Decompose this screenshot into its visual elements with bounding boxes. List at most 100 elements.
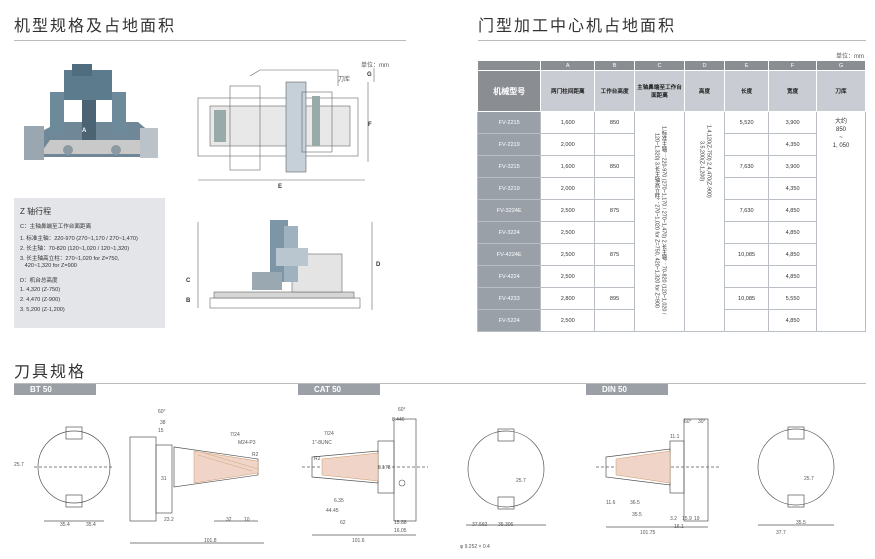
din-dim: 3.2 [670, 516, 677, 522]
cell-g-merged: 大约 850 ~ 1, 050 [816, 111, 866, 332]
cat-dim: 8.178 [378, 465, 391, 471]
din-dim: 25.7 [804, 476, 814, 482]
cell-e: 7,630 [724, 199, 770, 222]
din-dim: 36.5 [630, 500, 640, 506]
dim-label-d: D [376, 262, 381, 268]
din-dim: 19 [694, 516, 700, 522]
left-section-title: 机型规格及占地面积 [14, 16, 177, 35]
header-model: 机械型号 [476, 70, 542, 112]
side-view-drawing [197, 220, 373, 310]
bt-dim: 15 [158, 428, 164, 434]
cell-b [594, 177, 636, 200]
table-row: FV-5224 2,500 4,850 [476, 309, 866, 332]
cell-e: 10,085 [724, 243, 770, 266]
table-row: FV-4224E 2,500 875 10,085 4,850 [476, 243, 866, 266]
cell-model: FV-4224E [476, 243, 542, 266]
bt50-drawing [34, 426, 264, 544]
unit-label-right: 单位：mm [836, 54, 864, 60]
bt-dim: 38 [160, 420, 166, 426]
tools-section-title: 刀具规格 [14, 362, 87, 381]
bt-dim: 23.2 [164, 517, 174, 523]
dim-label-b: B [186, 298, 191, 304]
cell-b: 850 [594, 155, 636, 178]
cell-b: 895 [594, 287, 636, 310]
cell-a: 2,000 [540, 133, 596, 156]
z-box-title: Z 轴行程 [20, 207, 52, 216]
z-box-c-item: 2. 长主轴：70-820 (120~1,020 / 120~1,320) [20, 246, 130, 252]
table-row: FV-2215 1,600 850 1.标准主轴：220-970 (270~1,… [476, 111, 866, 332]
cell-a: 2,800 [540, 287, 596, 310]
letter-cell: E [724, 60, 770, 71]
cat-dim: 6.35 [334, 498, 344, 504]
table-row: FV-3224 2,500 4,850 [476, 221, 866, 244]
z-box-d-head: D：机台总高度 [20, 278, 58, 284]
header-b: 工作台高度 [594, 70, 636, 112]
cat-dim: R2 [314, 456, 321, 462]
cell-a: 2,000 [540, 177, 596, 200]
floor-space-table: A B C D E F G 机械型号 两门柱间距离 工作台高度 主轴鼻端至工作台… [476, 60, 866, 332]
machine-label-a: A [82, 128, 87, 134]
tab-din50: DIN 50 [586, 384, 668, 395]
cell-f: 5,550 [768, 287, 818, 310]
table-row: FV-3215 1,600 850 7,630 3,900 [476, 155, 866, 178]
bt-dim: 32 [226, 517, 232, 523]
z-box-c-item: 420~1,320 for Z=900 [20, 263, 77, 269]
c-vertical-text: 1.标准主轴：220-970 (270~1,170 / 270~1,470) 2… [653, 126, 667, 315]
z-box-c-head: C：主轴鼻端至工作台面距离 [20, 224, 92, 230]
dim-label-e: E [278, 184, 283, 190]
cell-model: FV-2219 [476, 133, 542, 156]
cell-model: FV-2215 [476, 111, 542, 134]
unit-label-left: 单位：mm [361, 63, 389, 69]
cell-model: FV-4233 [476, 287, 542, 310]
cell-a: 2,500 [540, 309, 596, 332]
bt-dim: M24-P3 [238, 440, 256, 446]
bt-dim: R2 [252, 452, 259, 458]
cell-e [724, 133, 770, 156]
cell-b [594, 309, 636, 332]
cell-a: 2,500 [540, 265, 596, 288]
letter-cell: D [683, 60, 726, 71]
bt-dim: 60° [158, 409, 166, 415]
cell-model: FV-3219 [476, 177, 542, 200]
cell-e [724, 177, 770, 200]
tab-bt50: BT 50 [14, 384, 96, 395]
right-title-rule [478, 40, 866, 41]
z-axis-travel-box: Z 轴行程 C：主轴鼻端至工作台面距离 1. 标准主轴：220-970 (270… [14, 198, 165, 328]
cell-e: 5,520 [724, 111, 770, 134]
din-dim: 101.75 [640, 530, 656, 536]
cell-e [724, 221, 770, 244]
header-c: 主轴鼻端至工作台面距离 [634, 70, 685, 112]
cat50-drawing [302, 418, 546, 536]
cat-dim: 60° [398, 407, 406, 413]
d-vertical-text: 1.4,120(Z-750) 2.4,470(Z-900) 3.5,200(Z-… [698, 124, 712, 198]
cell-e: 10,085 [724, 287, 770, 310]
letter-cell: C [634, 60, 685, 71]
cat-dim: 1"-8UNC [312, 440, 332, 446]
cell-b [594, 221, 636, 244]
bt-dim: 10 [244, 517, 250, 523]
cell-b [594, 265, 636, 288]
cell-b: 875 [594, 199, 636, 222]
tool-magazine-label: 刀库 [338, 77, 351, 83]
bt-dim: 101.8 [204, 538, 217, 544]
bt-dim: 31 [161, 476, 167, 482]
cell-model: FV-3224 [476, 221, 542, 244]
bt-dim: 25.7 [14, 462, 24, 468]
cell-b: 875 [594, 243, 636, 266]
din-dim: 60° [684, 419, 692, 425]
cat-dim: 35.306 [498, 522, 514, 528]
z-box-d-item: 3. 5,200 (Z-1,200) [20, 307, 65, 313]
cell-d-merged: 1.4,120(Z-750) 2.4,470(Z-900) 3.5,200(Z-… [683, 111, 726, 332]
letter-cell [476, 60, 542, 71]
cat-dim: 15.88 [394, 520, 407, 526]
right-section-title: 门型加工中心机占地面积 [478, 16, 677, 35]
din-dim: 11.1 [670, 434, 680, 440]
left-title-rule [14, 40, 406, 41]
cell-a: 1,600 [540, 111, 596, 134]
cell-e [724, 309, 770, 332]
z-box-c-item: 1. 标准主轴：220-970 (270~1,170 / 270~1,470) [20, 236, 138, 242]
cell-e: 7,630 [724, 155, 770, 178]
bt-dim: 7/24 [230, 432, 240, 438]
header-e: 长度 [724, 70, 770, 112]
cell-model: FV-4224 [476, 265, 542, 288]
